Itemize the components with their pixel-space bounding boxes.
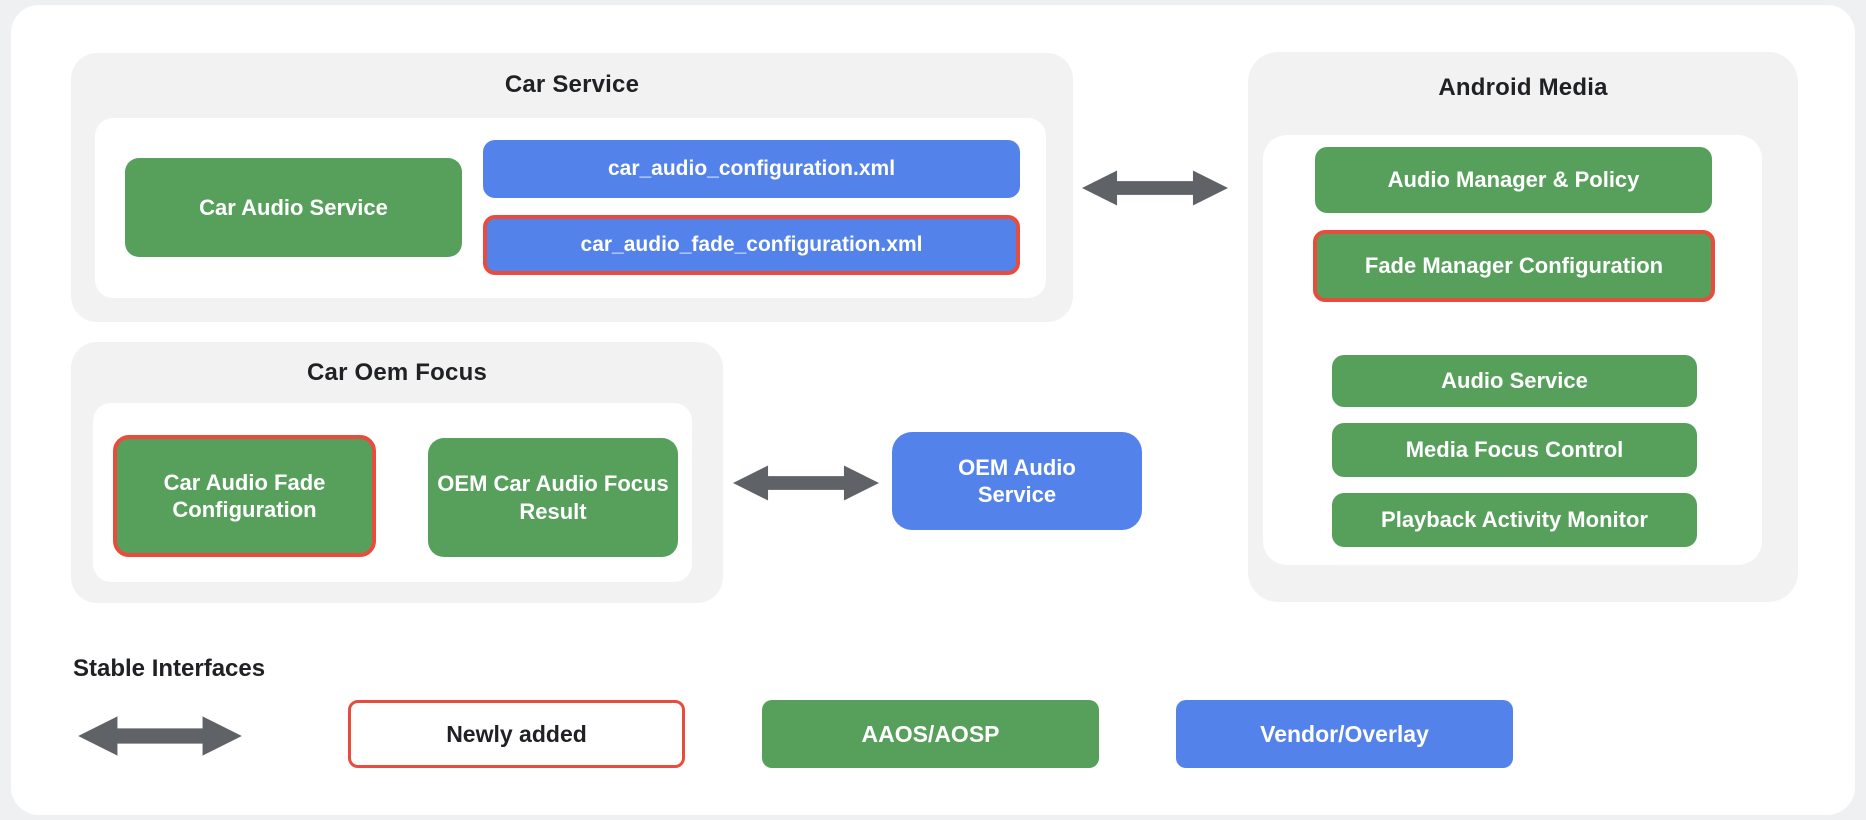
node-car-audio-fade-configuration: Car Audio Fade Configuration [113,435,376,557]
group-android-media-panel: Audio Manager & Policy Fade Manager Conf… [1263,135,1762,565]
node-oem-car-audio-focus-result: OEM Car Audio Focus Result [428,438,678,557]
node-car-audio-fade-configuration-xml: car_audio_fade_configuration.xml [483,215,1020,275]
group-car-oem-focus-title: Car Oem Focus [307,359,487,386]
group-car-oem-focus: Car Oem Focus Car Audio Fade Configurati… [71,342,723,603]
legend-stable-interfaces-label: Stable Interfaces [73,655,266,682]
legend-bidirectional-arrow-icon [78,716,242,756]
node-playback-activity-monitor: Playback Activity Monitor [1332,493,1697,547]
node-car-audio-service: Car Audio Service [125,158,462,257]
bidirectional-arrow-icon [1082,170,1228,206]
node-media-focus-control: Media Focus Control [1332,423,1697,477]
node-car-audio-fade-configuration-label: Car Audio Fade Configuration [163,469,326,523]
legend-newly-added: Newly added [348,700,685,768]
group-car-service-panel: Car Audio Service car_audio_configuratio… [95,118,1046,298]
node-oem-audio-service: OEM Audio Service [892,432,1142,530]
node-audio-service: Audio Service [1332,355,1697,407]
legend-aaos-aosp: AAOS/AOSP [762,700,1099,768]
bidirectional-arrow-icon [733,465,879,501]
node-oem-audio-service-label: OEM Audio Service [958,454,1076,508]
legend-vendor-overlay: Vendor/Overlay [1176,700,1513,768]
group-car-oem-focus-panel: Car Audio Fade Configuration OEM Car Aud… [93,403,692,582]
group-car-service: Car Service Car Audio Service car_audio_… [71,53,1073,322]
group-android-media: Android Media Audio Manager & Policy Fad… [1248,52,1798,602]
group-car-service-title: Car Service [504,71,640,98]
node-audio-manager-policy: Audio Manager & Policy [1315,147,1712,213]
node-fade-manager-configuration: Fade Manager Configuration [1313,230,1715,302]
node-oem-car-audio-focus-result-label: OEM Car Audio Focus Result [437,471,669,524]
node-car-audio-configuration-xml: car_audio_configuration.xml [483,140,1020,198]
group-android-media-title: Android Media [1438,74,1608,101]
